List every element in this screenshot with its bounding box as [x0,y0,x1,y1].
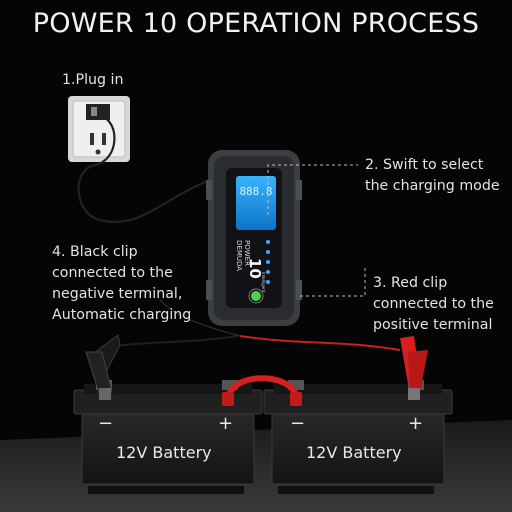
lcd-screen [236,176,276,230]
black-clip-icon [85,334,121,400]
battery-left-label: 12V Battery [116,443,212,462]
battery-left-negative: − [98,413,114,434]
battery-right-negative: − [290,413,306,434]
battery-left-positive: + [218,413,234,434]
step-plug-in-label: 1.Plug in [62,72,124,88]
charger-device [206,150,302,326]
battery-left [73,380,263,494]
battery-right-positive: + [408,413,424,434]
charger-model-number: 10 [246,258,264,279]
bridge-cable-red [225,375,299,401]
mode-led [266,240,270,244]
red-clip-icon [400,336,428,400]
step-black-clip-label: 4. Black clip connected to the negative … [52,244,192,323]
mode-led [266,280,270,284]
red-cable [239,335,401,351]
battery-right [263,380,453,494]
charger-model-sub: Intelligent [261,272,266,293]
mode-led [266,250,270,254]
battery-right-label: 12V Battery [306,443,402,462]
wall-outlet-icon [68,96,130,162]
charger-brand-line: DEMUDA [235,240,243,271]
step-red-clip-label: 3. Red clip connected to the positive te… [373,275,494,333]
mode-led [266,260,270,264]
power-cable [77,114,211,223]
leader-line-select-mode [267,164,358,215]
page-title: POWER 10 OPERATION PROCESS [32,8,480,39]
lcd-display-value: 888.8 [239,185,272,198]
step-select-mode-label: 2. Swift to select the charging mode [365,157,500,194]
leader-line-red-clip [300,268,366,297]
mode-button [251,291,261,301]
mode-led [266,270,270,274]
charger-brand-line: POWER [243,240,251,266]
